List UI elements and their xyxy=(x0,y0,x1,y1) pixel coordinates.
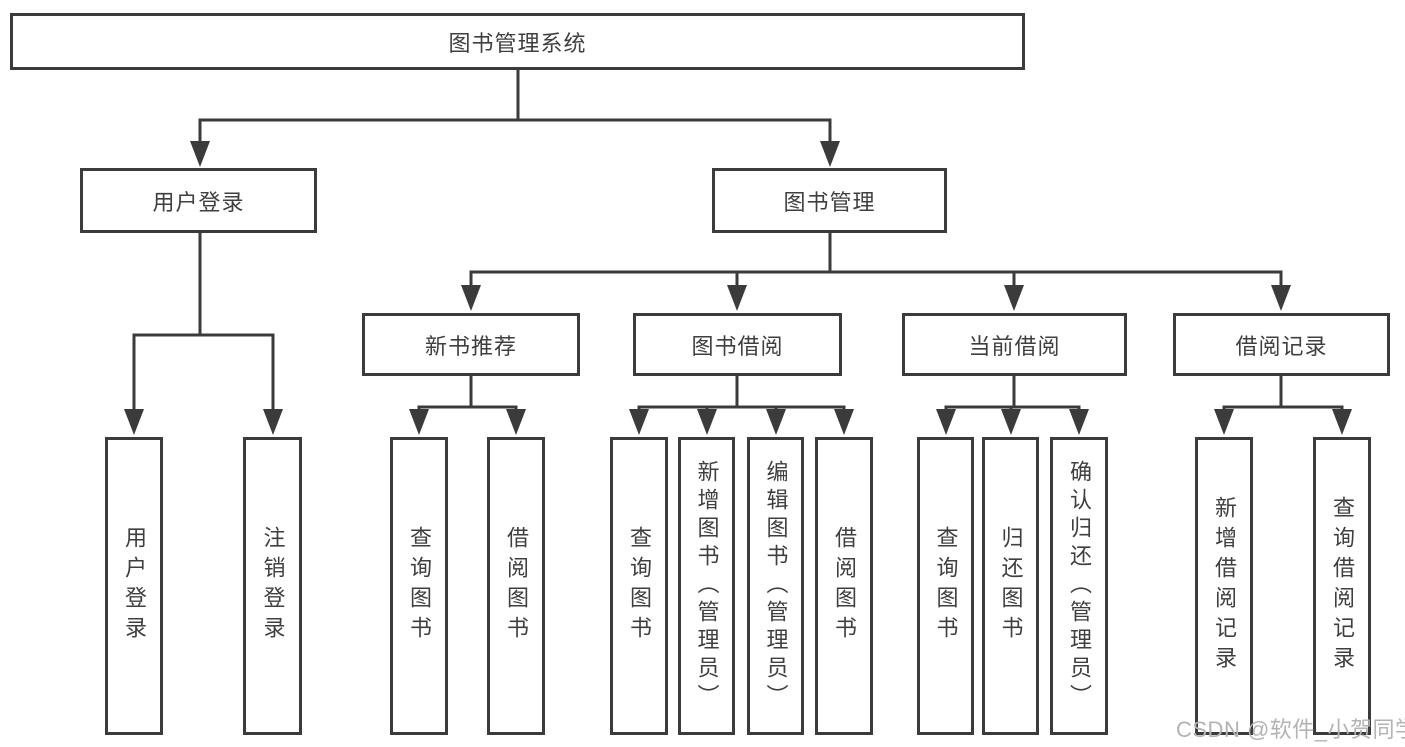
leaf-add-book-admin: 新增图书（管理员） xyxy=(678,437,735,735)
leaf-logout-label: 注销登录 xyxy=(260,526,286,646)
leaf-query-borrow-record: 查询借阅记录 xyxy=(1313,437,1371,735)
leaf-user-login-label: 用户登录 xyxy=(122,526,147,646)
leaf-return-book: 归还图书 xyxy=(982,437,1039,735)
leaf-query-borrow-record-label: 查询借阅记录 xyxy=(1330,496,1355,676)
leaf-user-login: 用户登录 xyxy=(105,437,163,735)
node-book-management: 图书管理 xyxy=(712,168,947,233)
node-book-borrow-label: 图书借阅 xyxy=(691,333,784,359)
leaf-borrow-books-borrow: 借阅图书 xyxy=(815,437,873,735)
node-user-login-label: 用户登录 xyxy=(152,189,245,215)
leaf-query-books-borrow: 查询图书 xyxy=(610,437,668,735)
leaf-edit-book-admin: 编辑图书（管理员） xyxy=(747,437,804,735)
node-new-book-recommend-label: 新书推荐 xyxy=(424,333,517,359)
node-current-borrow: 当前借阅 xyxy=(902,313,1127,376)
node-borrow-records: 借阅记录 xyxy=(1173,313,1390,376)
node-root-label: 图书管理系统 xyxy=(448,30,587,56)
node-borrow-records-label: 借阅记录 xyxy=(1235,333,1328,359)
leaf-borrow-books-recommend-label: 借阅图书 xyxy=(504,526,529,646)
leaf-add-book-admin-label: 新增图书（管理员） xyxy=(694,460,720,712)
leaf-query-books-recommend-label: 查询图书 xyxy=(407,526,432,646)
leaf-add-borrow-record: 新增借阅记录 xyxy=(1195,437,1253,735)
leaf-confirm-return-admin: 确认归还（管理员） xyxy=(1050,437,1108,735)
leaf-borrow-books-borrow-label: 借阅图书 xyxy=(832,526,857,646)
leaf-logout: 注销登录 xyxy=(243,437,302,735)
leaf-confirm-return-admin-label: 确认归还（管理员） xyxy=(1067,460,1092,712)
node-book-management-label: 图书管理 xyxy=(783,189,876,215)
leaf-edit-book-admin-label: 编辑图书（管理员） xyxy=(763,460,789,712)
leaf-query-books-current: 查询图书 xyxy=(917,437,974,735)
leaf-query-books-current-label: 查询图书 xyxy=(933,526,959,646)
watermark: CSDN @软件_小贺同学 xyxy=(1176,717,1405,742)
leaf-borrow-books-recommend: 借阅图书 xyxy=(487,437,545,735)
leaf-add-borrow-record-label: 新增借阅记录 xyxy=(1212,496,1237,676)
arrowheads xyxy=(124,141,1352,435)
leaf-query-books-recommend: 查询图书 xyxy=(390,437,448,735)
node-user-login: 用户登录 xyxy=(80,168,317,233)
node-root: 图书管理系统 xyxy=(10,13,1025,70)
node-current-borrow-label: 当前借阅 xyxy=(968,333,1061,359)
node-new-book-recommend: 新书推荐 xyxy=(362,313,580,376)
node-book-borrow: 图书借阅 xyxy=(633,313,842,376)
leaf-return-book-label: 归还图书 xyxy=(998,526,1024,646)
leaf-query-books-borrow-label: 查询图书 xyxy=(627,526,652,646)
